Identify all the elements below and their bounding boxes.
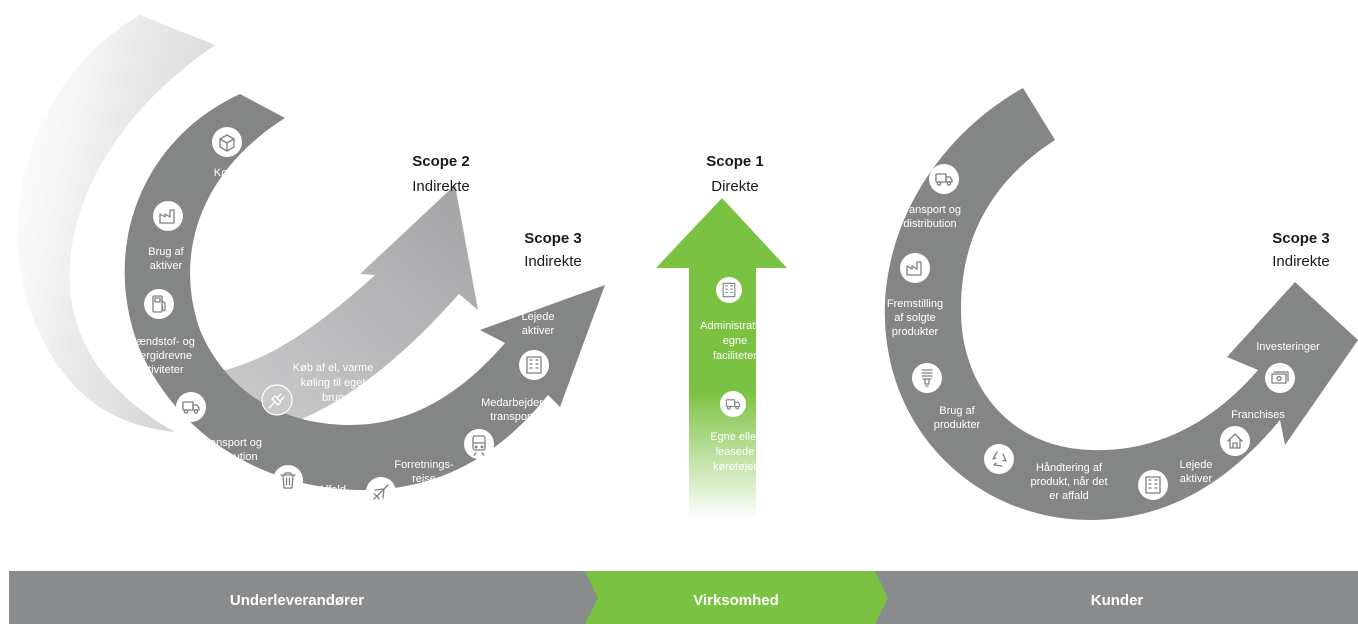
bar-label-company: Virksomhed [693, 592, 779, 609]
bar-label-customers: Kunder [1091, 592, 1144, 609]
train-icon [464, 429, 494, 459]
item-right-end-of-life: Håndtering af produkt, når det er affald [984, 444, 1108, 502]
factory-icon [153, 201, 183, 231]
item-waste: Affald [273, 465, 346, 496]
scope3-left-label: Scope 3 Indirekte [524, 230, 582, 270]
recycle-icon [984, 444, 1014, 474]
bar-center-segment [585, 571, 888, 624]
item-label-line: varer [217, 181, 242, 193]
item-label-line: Transport og [899, 204, 961, 216]
scope3-right-subtitle: Indirekte [1272, 253, 1330, 270]
item-label-line: Forretnings- [394, 459, 454, 471]
scope3-right-title: Scope 3 [1272, 230, 1330, 247]
item-electricity: Køb af el, varme køling til eget brug [261, 362, 374, 416]
item-label-line: aktiver [150, 260, 183, 272]
item-right-processing: Fremstilling af solgte produkter [887, 253, 943, 338]
scope1-arrow [656, 198, 787, 520]
item-label-line: Medarbejder [481, 397, 543, 409]
item-right-transport: Transport og distribution [899, 164, 961, 230]
scope2-subtitle: Indirekte [412, 178, 470, 195]
item-label-line: egne [723, 335, 747, 347]
house-icon [1220, 426, 1250, 456]
airplane-icon [366, 477, 396, 507]
item-commuting: Medarbejder transport [464, 397, 543, 459]
item-label-line: af solgte [894, 312, 936, 324]
building-icon [716, 277, 742, 303]
item-label-line: faciliteter [713, 350, 757, 362]
scope3-left-title: Scope 3 [524, 230, 582, 247]
plug-icon [261, 384, 293, 416]
item-label-line: distribution [903, 218, 956, 230]
item-label-line: Affald [318, 484, 346, 496]
bulb-icon [912, 363, 942, 393]
box-icon [212, 127, 242, 157]
scope3-left-subtitle: Indirekte [524, 253, 582, 270]
item-label-line: Lejede [1179, 459, 1212, 471]
item-label-line: aktiver [1180, 473, 1213, 485]
item-label-line: distribution [204, 451, 257, 463]
item-label-line: Håndtering af [1036, 462, 1103, 474]
item-label-line: Brug af [939, 405, 975, 417]
item-label-line: Brug af [148, 246, 184, 258]
item-label-line: køretøjer [713, 461, 757, 473]
item-label-line: Køb af el, varme [293, 362, 374, 374]
item-right-investments: Investeringer [1256, 341, 1320, 393]
trash-icon [273, 465, 303, 495]
item-right-leased: Lejede aktiver [1138, 459, 1213, 500]
item-label-line: køling til eget [301, 377, 366, 389]
item-label-line: Investeringer [1256, 341, 1320, 353]
item-vehicles: Egne eller leasede køretøjer [710, 391, 760, 473]
scope2-label: Scope 2 Indirekte [412, 153, 470, 195]
item-label-line: leasede [716, 446, 755, 458]
truck-icon [176, 392, 206, 422]
faded-swoosh [17, 15, 215, 432]
item-leased-assets: Lejede aktiver [519, 311, 555, 380]
item-label-line: energidrevne [128, 350, 192, 362]
item-purchased-goods: Køb af varer [212, 127, 247, 193]
scope2-title: Scope 2 [412, 153, 470, 170]
item-fuel-energy: Brændstof- og energidrevne aktiviteter [125, 289, 195, 376]
scope1-title: Scope 1 [706, 153, 764, 170]
item-label-line: Brændstof- og [125, 336, 195, 348]
item-label-line: Fremstilling [887, 298, 943, 310]
scope2-arrow [187, 185, 478, 438]
truck-icon [720, 391, 746, 417]
bar-label-suppliers: Underleverandører [230, 592, 364, 609]
item-label-line: produkter [892, 326, 939, 338]
building-icon [519, 350, 549, 380]
item-label-line: Egne eller [710, 431, 760, 443]
money-icon [1265, 363, 1295, 393]
item-label-line: rejse [412, 473, 436, 485]
item-label-line: Lejede [521, 311, 554, 323]
item-transport: Transport og distribution [176, 392, 262, 463]
right-scope3-arrow [884, 88, 1358, 520]
item-label-line: brug [322, 392, 344, 404]
item-business-travel: Forretnings- rejse [366, 459, 454, 507]
fuel-pump-icon [144, 289, 174, 319]
building-icon [1138, 470, 1168, 500]
item-label-line: Administration [700, 320, 770, 332]
scope1-subtitle: Direkte [711, 178, 759, 195]
bottom-bar: Underleverandører Virksomhed Kunder [9, 571, 1358, 624]
item-label-line: produkter [934, 419, 981, 431]
item-right-use: Brug af produkter [912, 363, 981, 431]
scope1-label: Scope 1 Direkte [706, 153, 764, 195]
scope3-right-label: Scope 3 Indirekte [1272, 230, 1330, 270]
item-label-line: aktiver [522, 325, 555, 337]
item-capital-goods: Brug af aktiver [148, 201, 185, 272]
item-label-line: Franchises [1231, 409, 1285, 421]
factory-icon [900, 253, 930, 283]
item-right-franchises: Franchises [1220, 409, 1285, 456]
item-label-line: aktiviteter [136, 364, 183, 376]
item-label-line: Transport og [200, 437, 262, 449]
item-label-line: er affald [1049, 490, 1089, 502]
item-facilities: Administration egne faciliteter [700, 277, 770, 362]
item-label-line: Køb af [214, 167, 247, 179]
left-scope3-arrow [124, 94, 605, 490]
truck-icon [929, 164, 959, 194]
item-label-line: produkt, når det [1030, 476, 1107, 488]
item-label-line: transport [490, 411, 533, 423]
